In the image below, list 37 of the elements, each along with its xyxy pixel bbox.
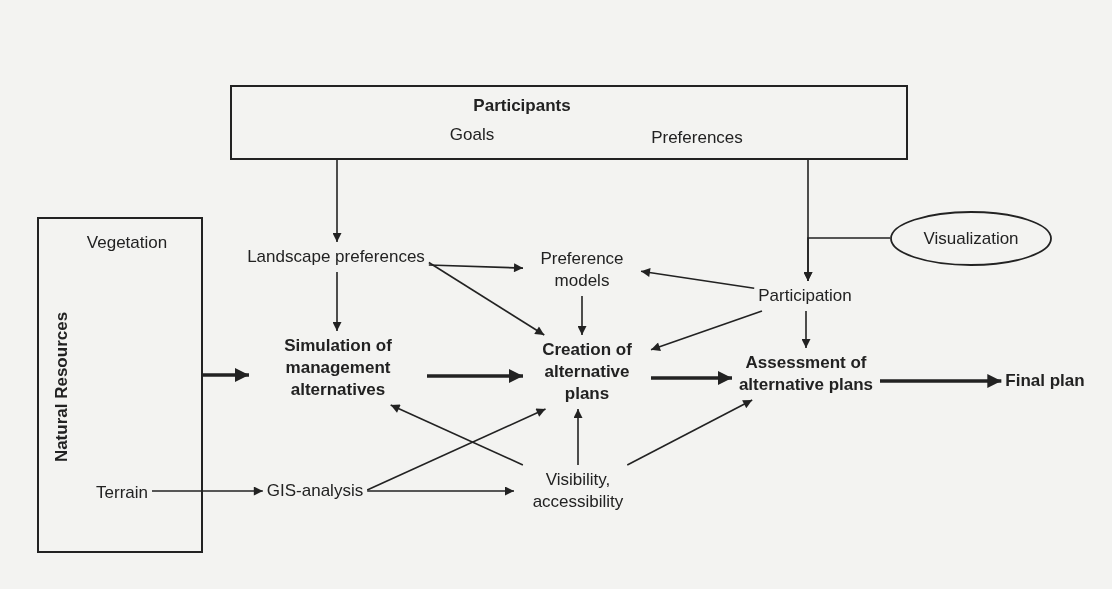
node-label: Visibility, accessibility xyxy=(518,469,638,513)
thick-arrow xyxy=(651,371,732,385)
arrow xyxy=(803,237,891,282)
node-label: Terrain xyxy=(96,482,148,504)
arrow xyxy=(801,310,811,349)
node-label: Preference models xyxy=(527,248,637,292)
node-label: GIS-analysis xyxy=(266,480,364,502)
process-label: Assessment of alternative plans xyxy=(736,352,876,396)
box-text: Goals xyxy=(449,124,495,146)
arrow xyxy=(626,399,753,466)
arrow xyxy=(428,263,524,273)
group-box xyxy=(230,85,908,160)
arrow xyxy=(151,486,264,496)
process-label: Creation of alternative plans xyxy=(527,339,647,405)
node-label: Participation xyxy=(758,285,852,307)
arrow xyxy=(573,408,583,466)
box-heading: Participants xyxy=(473,95,571,117)
arrow xyxy=(650,310,763,351)
arrow xyxy=(640,268,755,290)
arrow xyxy=(577,295,587,336)
node-label: Landscape preferences xyxy=(247,246,425,268)
group-box xyxy=(37,217,203,553)
arrow xyxy=(366,408,547,491)
arrow xyxy=(332,271,342,332)
arrow xyxy=(389,404,524,466)
thick-arrow xyxy=(203,368,249,382)
arrow xyxy=(366,486,515,496)
node-label: Visualization xyxy=(923,227,1019,250)
arrow xyxy=(332,159,342,243)
vertical-heading: Natural Resources xyxy=(51,311,72,463)
process-label: Final plan xyxy=(1005,370,1085,392)
thick-arrow xyxy=(427,369,523,383)
node-label: Vegetation xyxy=(86,232,168,254)
thick-arrow xyxy=(880,374,1002,388)
box-text: Preferences xyxy=(651,127,743,149)
process-label: Simulation of management alternatives xyxy=(253,335,423,401)
arrow xyxy=(428,261,546,336)
